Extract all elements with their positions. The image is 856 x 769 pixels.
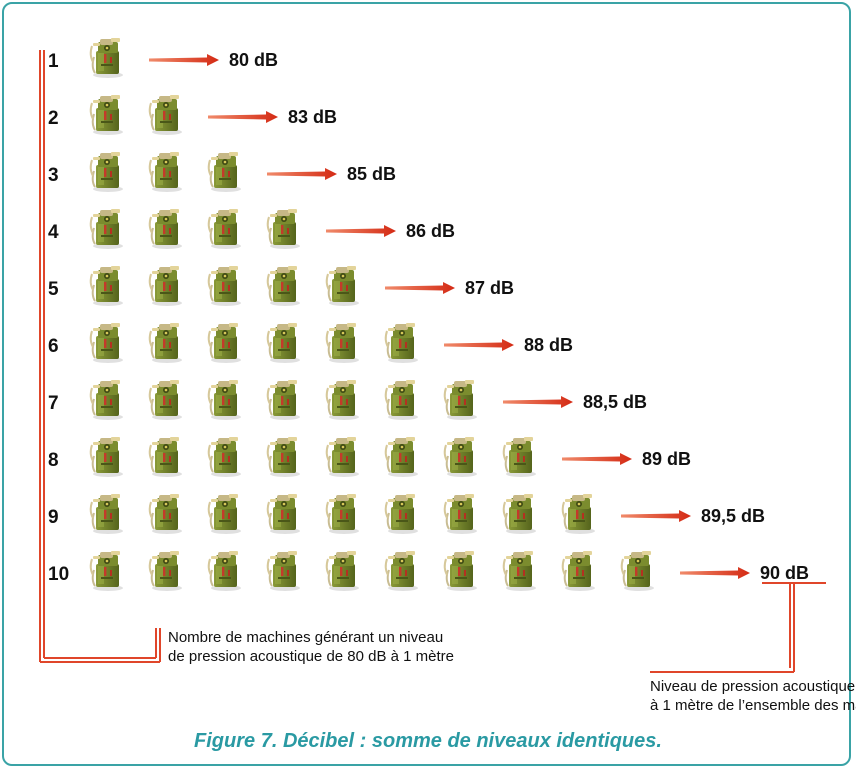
figure-caption: Figure 7. Décibel : somme de niveaux ide…: [194, 730, 662, 752]
arrow-icon: [503, 396, 573, 408]
machine-icon: [89, 493, 124, 535]
row-number: 6: [48, 336, 59, 357]
machine-icon: [266, 322, 301, 364]
machine-icon: [207, 436, 242, 478]
total-note-line-2: à 1 mètre de l’ensemble des machines: [650, 697, 856, 714]
machine-icon: [561, 550, 596, 592]
machine-icon: [207, 550, 242, 592]
row-number: 2: [48, 108, 59, 129]
decibel-level: 86 dB: [406, 221, 455, 241]
machine-rows: 1 80 dB 2 83 dB 3 85 dB 4 86 dB 5 87 dB 6 88 dB 7 88,…: [48, 37, 809, 592]
machine-icon: [325, 550, 360, 592]
arrow-icon: [562, 453, 632, 465]
decibel-level: 89,5 dB: [701, 506, 765, 526]
machine-icon: [148, 94, 183, 136]
row-number: 8: [48, 450, 59, 471]
machine-icon: [325, 436, 360, 478]
machine-icon: [443, 379, 478, 421]
machine-icon: [89, 265, 124, 307]
machine-icon: [384, 322, 419, 364]
machine-icon: [207, 208, 242, 250]
machine-icon: [207, 265, 242, 307]
machine-icon: [89, 322, 124, 364]
machine-icon: [148, 379, 183, 421]
machine-icon: [443, 493, 478, 535]
row-number: 9: [48, 507, 59, 528]
machine-icon: [266, 436, 301, 478]
machine-icon: [266, 208, 301, 250]
machine-icon: [384, 550, 419, 592]
machine-icon: [325, 265, 360, 307]
machine-icon: [148, 436, 183, 478]
row-number: 5: [48, 279, 59, 300]
machine-icon: [502, 493, 537, 535]
arrow-icon: [208, 111, 278, 123]
machine-icon: [384, 379, 419, 421]
machine-icon: [266, 550, 301, 592]
count-note-line-1: Nombre de machines générant un niveau: [168, 629, 443, 646]
machine-icon: [325, 322, 360, 364]
machine-icon: [266, 493, 301, 535]
decibel-level: 83 dB: [288, 107, 337, 127]
machine-icon: [148, 322, 183, 364]
machine-icon: [502, 550, 537, 592]
total-bracket: [650, 582, 826, 673]
decibel-level: 80 dB: [229, 50, 278, 70]
machine-icon: [89, 550, 124, 592]
row-number: 7: [48, 393, 59, 414]
decibel-level: 90 dB: [760, 563, 809, 583]
count-bracket: [39, 50, 161, 663]
machine-icon: [561, 493, 596, 535]
arrow-icon: [621, 510, 691, 522]
row-number: 4: [48, 222, 59, 243]
total-note-line-1: Niveau de pression acoustique total résu…: [650, 678, 856, 695]
arrow-icon: [444, 339, 514, 351]
machine-icon: [89, 94, 124, 136]
decibel-level: 88 dB: [524, 335, 573, 355]
decibel-level: 89 dB: [642, 449, 691, 469]
machine-icon: [148, 550, 183, 592]
machine-icon: [207, 379, 242, 421]
machine-icon: [207, 493, 242, 535]
machine-icon: [325, 379, 360, 421]
machine-icon: [620, 550, 655, 592]
count-note-line-2: de pression acoustique de 80 dB à 1 mètr…: [168, 648, 454, 665]
machine-icon: [207, 151, 242, 193]
machine-icon: [443, 436, 478, 478]
decibel-level: 88,5 dB: [583, 392, 647, 412]
decibel-level: 87 dB: [465, 278, 514, 298]
arrow-icon: [680, 567, 750, 579]
machine-icon: [443, 550, 478, 592]
machine-icon: [89, 436, 124, 478]
machine-icon: [266, 265, 301, 307]
decibel-level: 85 dB: [347, 164, 396, 184]
row-number: 10: [48, 564, 69, 585]
machine-icon: [148, 208, 183, 250]
machine-icon: [148, 265, 183, 307]
machine-icon: [148, 151, 183, 193]
machine-icon: [207, 322, 242, 364]
machine-icon: [266, 379, 301, 421]
arrow-icon: [149, 54, 219, 66]
machine-icon: [89, 37, 124, 79]
arrow-icon: [385, 282, 455, 294]
machine-icon: [325, 493, 360, 535]
machine-icon: [89, 151, 124, 193]
machine-icon: [148, 493, 183, 535]
arrow-icon: [267, 168, 337, 180]
machine-icon: [89, 208, 124, 250]
machine-icon: [384, 436, 419, 478]
machine-icon: [502, 436, 537, 478]
machine-icon: [89, 379, 124, 421]
machine-icon: [384, 493, 419, 535]
row-number: 3: [48, 165, 59, 186]
arrow-icon: [326, 225, 396, 237]
row-number: 1: [48, 51, 59, 72]
